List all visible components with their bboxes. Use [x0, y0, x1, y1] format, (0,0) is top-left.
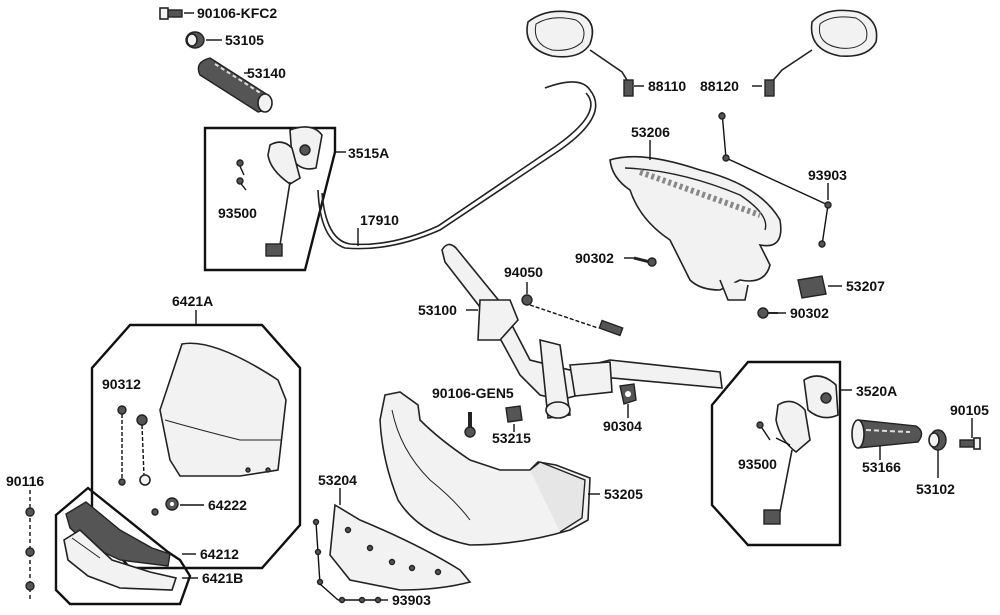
label-90304: 90304 — [603, 418, 642, 434]
screw-90106-kfc2 — [159, 7, 183, 20]
frame-3520a — [710, 360, 842, 547]
screw-93500-left — [236, 159, 247, 191]
pad-53207 — [797, 275, 827, 299]
label-64222: 64222 — [208, 497, 247, 513]
label-93500-left: 93500 — [218, 205, 257, 221]
mirror-88110 — [526, 10, 634, 97]
inner-cover-53205 — [379, 391, 591, 546]
label-53100: 53100 — [418, 302, 457, 318]
mirror-88120 — [764, 9, 878, 97]
label-53207: 53207 — [846, 278, 885, 294]
cap-53105 — [185, 31, 205, 49]
label-90302-b: 90302 — [790, 305, 829, 321]
label-53206: 53206 — [631, 124, 670, 140]
label-3520a: 3520A — [856, 383, 897, 399]
label-90116: 90116 — [6, 473, 44, 489]
nut-90304 — [619, 383, 637, 405]
label-90302-a: 90302 — [575, 250, 614, 266]
screws-90312 — [117, 405, 159, 516]
label-94050: 94050 — [504, 264, 543, 280]
collar-53215 — [505, 405, 523, 423]
label-90106-gen5: 90106-GEN5 — [432, 385, 514, 401]
label-53140: 53140 — [247, 65, 286, 81]
label-90105: 90105 — [950, 402, 989, 418]
label-53102: 53102 — [916, 481, 955, 497]
label-53105: 53105 — [225, 32, 264, 48]
label-88110: 88110 — [648, 78, 686, 94]
cap-53102 — [928, 429, 947, 451]
label-93903-top: 93903 — [808, 167, 847, 183]
screws-93903-top — [718, 111, 832, 248]
cable-17910 — [317, 81, 597, 250]
handlebar-53100 — [441, 243, 723, 419]
label-53166: 53166 — [862, 459, 901, 475]
label-93500-right: 93500 — [738, 456, 777, 472]
nut-94050 — [521, 294, 624, 337]
throttle-housing-3520a — [763, 375, 839, 525]
grip-53140 — [197, 57, 273, 113]
label-53215: 53215 — [492, 430, 531, 446]
label-53205: 53205 — [604, 486, 643, 502]
cable-17910-inner — [321, 92, 592, 246]
label-17910: 17910 — [360, 212, 399, 228]
trim-6421b — [63, 501, 178, 591]
screw-90302-a — [633, 256, 657, 267]
label-64212: 64212 — [200, 546, 239, 562]
windshield-6421a — [159, 342, 287, 477]
screws-93903-bottom — [312, 518, 382, 604]
washer-64222 — [165, 497, 179, 511]
screw-90105 — [959, 437, 981, 450]
screw-90302-b — [757, 307, 778, 319]
frame-6421b — [54, 486, 192, 606]
bolt-90106-gen5 — [464, 412, 476, 438]
label-6421a: 6421A — [172, 293, 213, 309]
cover-53204 — [329, 503, 472, 591]
label-93903-bottom: 93903 — [392, 592, 431, 608]
label-90106-kfc2: 90106-KFC2 — [197, 5, 277, 21]
screws-90116 — [25, 490, 35, 600]
label-90312: 90312 — [102, 376, 141, 392]
label-3515a: 3515A — [348, 145, 389, 161]
screw-93500-right — [756, 421, 791, 446]
label-88120: 88120 — [700, 78, 739, 94]
label-53204: 53204 — [318, 472, 357, 488]
lever-housing-3515a — [265, 126, 323, 257]
handle-cover-53206 — [609, 155, 782, 301]
frame-6421a — [90, 323, 302, 570]
grip-53166 — [851, 419, 923, 449]
label-6421b: 6421B — [202, 570, 243, 586]
